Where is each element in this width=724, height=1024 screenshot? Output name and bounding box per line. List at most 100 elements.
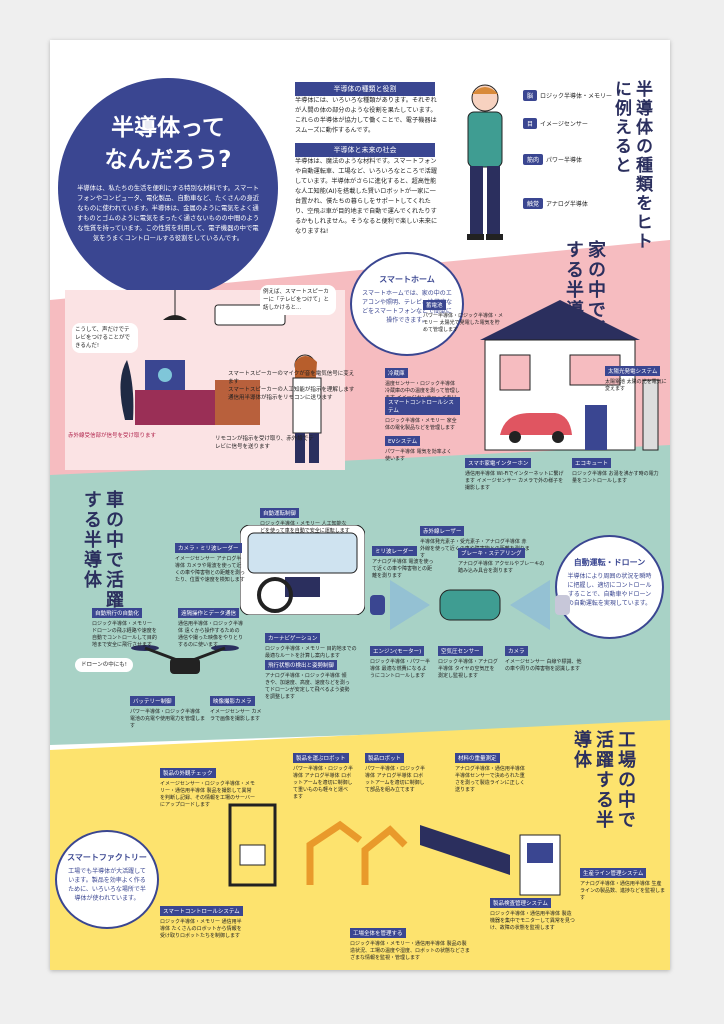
weight-body: アナログ半導体・通信用半導体 半導体センサーで決められた重さを測って製造ラインに… bbox=[455, 766, 525, 793]
human-part-touch: 触覚アナログ半導体 bbox=[523, 198, 588, 209]
engine-body: ロジック半導体・パワー半導体 最適な燃費になるようにコントロールします bbox=[370, 659, 431, 679]
flight-auto-title: 自動飛行の自動化 bbox=[92, 608, 143, 618]
step-1: スマートスピーカーのマイクが音を電気信号に変えます bbox=[228, 371, 355, 385]
drone-camera-title: 映像撮影カメラ bbox=[210, 696, 255, 706]
robot-title: 製品ロボット bbox=[365, 753, 405, 763]
ev-body: パワー半導体 電気を効率よく使います bbox=[385, 449, 452, 462]
smart-home-body: スマートホームでは、家の中のエアコンや照明、テレビ、冷蔵庫などをスマートフォンな… bbox=[362, 290, 453, 324]
tag-touch: 触覚 bbox=[523, 198, 544, 209]
factory-box-control: スマートコントロールシステムロジック半導体・メモリー 通信用半導体 たくさんのロ… bbox=[160, 898, 245, 940]
ev-title: EVシステム bbox=[385, 436, 421, 446]
tire-body: ロジック半導体・アナログ半導体 タイヤの空気圧を測定し監視します bbox=[438, 659, 498, 679]
human-part-eye: 目イメージセンサー bbox=[523, 118, 588, 129]
title-line-2: なんだろう? bbox=[104, 147, 232, 173]
living-room-illustration bbox=[65, 290, 345, 470]
remote-comm-body: 通信用半導体・ロジック半導体 遠くから操作するための通信や撮った映像をやりとりす… bbox=[178, 621, 244, 648]
car-vertical-title: 車の中で活躍する半導体 bbox=[81, 490, 124, 610]
car-box-brake: ブレーキ・ステアリングアナログ半導体 アクセルやブレーキの踏み込み具合を測ります bbox=[458, 540, 548, 575]
label-eye: イメージセンサー bbox=[540, 121, 588, 128]
human-vertical-title: 半導体の種類をヒトに例えると bbox=[611, 80, 652, 251]
inspection-body: イメージセンサー・ロジック半導体・メモリー・通信用半導体 製品を撮影して異常を判… bbox=[160, 781, 255, 808]
home-box-control: スマートコントロールシステムロジック半導体・メモリー 家全体の電化製品などを管理… bbox=[385, 397, 460, 432]
smart-factory-body: 工場でも半導体が大活躍しています。製品を効率よく作るために、いろいろな場所で半導… bbox=[68, 868, 146, 902]
mmwave-title: ミリ波レーダー bbox=[372, 546, 417, 556]
drone-label: ドローンの中にも! bbox=[75, 658, 133, 672]
human-part-muscle: 筋肉パワー半導体 bbox=[523, 154, 582, 165]
line-mgmt-body: アナログ半導体・通信用半導体 生産ラインの製品数、進捗などを監視します bbox=[580, 881, 666, 901]
attitude-title: 飛行状態の検出と姿勢制御 bbox=[265, 660, 338, 670]
intercom-title: スマホ家電インターホン bbox=[465, 458, 532, 468]
tv-note: 赤外線受信部が信号を受け取ります bbox=[68, 433, 157, 439]
robot-body: パワー半導体・ロジック半導体 アナログ半導体 ロボットアームを適切に制御して部品… bbox=[365, 766, 426, 793]
camera-radar-title: カメラ・ミリ波レーダー bbox=[175, 543, 242, 553]
home-box-ev: EVシステムパワー半導体 電気を効率よく使います bbox=[385, 428, 455, 463]
autonomous-title: 自動運転・ドローン bbox=[573, 558, 646, 567]
brake-body: アナログ半導体 アクセルやブレーキの踏み込み具合を測ります bbox=[458, 561, 545, 574]
car-box-tire: 空気圧センサーロジック半導体・アナログ半導体 タイヤの空気圧を測定し監視します bbox=[438, 638, 498, 680]
smart-factory-title: スマートファクトリー bbox=[67, 853, 147, 862]
drone-illustration bbox=[131, 645, 239, 674]
autopilot-title: 自動運転制御 bbox=[260, 508, 300, 518]
navi-title: カーナビゲーション bbox=[265, 633, 321, 643]
home-box-intercom: スマホ家電インターホン通信用半導体 Wi-Fiでインターネットに繋げます イメー… bbox=[465, 450, 565, 492]
overall-body: ロジック半導体・メモリー・通信用半導体 製品の製造状況、工場の温度や湿度、ロボッ… bbox=[350, 941, 470, 961]
home-box-solar: 太陽光発電システム太陽電池 太陽の光を電気に変えます bbox=[605, 358, 667, 393]
label-touch: アナログ半導体 bbox=[546, 201, 588, 208]
attitude-body: アナログ半導体・ロジック半導体 傾きや、加速度、高度、速度などを測ってドローンが… bbox=[265, 673, 350, 700]
factory-illustration bbox=[228, 803, 561, 896]
weight-title: 材料の重量測定 bbox=[455, 753, 500, 763]
battery-title: 蓄電池 bbox=[423, 300, 446, 310]
drone-camera-body: イメージセンサー カメラで画像を撮影します bbox=[210, 709, 262, 722]
types-heading: 半導体の種類と役割 bbox=[295, 82, 435, 96]
factory-control-body: ロジック半導体・メモリー 通信用半導体 たくさんのロボットから情報を受け取りロボ… bbox=[160, 919, 242, 939]
factory-box-inspection: 製品の外観チェックイメージセンサー・ロジック半導体・メモリー・通信用半導体 製品… bbox=[160, 760, 255, 809]
car-box-battery: バッテリー制御パワー半導体・ロジック半導体 電池の充電や使用電力を管理します bbox=[130, 688, 205, 730]
camera-radar-body: イメージセンサー アナログ半導体 カメラや電波を使って近くの車や障害物との距離を… bbox=[175, 556, 245, 583]
intro-title: 半導体って なんだろう? bbox=[58, 112, 278, 176]
factory-control-title: スマートコントロールシステム bbox=[160, 906, 243, 916]
inspection-title: 製品の外観チェック bbox=[160, 768, 216, 778]
carry-robot-title: 製品を運ぶロボット bbox=[293, 753, 349, 763]
smart-home-bubble: スマートホーム スマートホームでは、家の中のエアコンや照明、テレビ、冷蔵庫などを… bbox=[350, 252, 464, 356]
navi-body: ロジック半導体・メモリー 目的地までの最適なルートを計算し案内します bbox=[265, 646, 357, 659]
ecocute-title: エコキュート bbox=[572, 458, 612, 468]
car-box-flight-auto: 自動飛行の自動化ロジック半導体・メモリー ドローンの飛ぶ経路や速度を自動でコント… bbox=[92, 600, 157, 649]
tag-eye: 目 bbox=[523, 118, 538, 129]
car-box-camera: カメライメージセンサー 白線や標識、他の車や周りの障害物を認識します bbox=[505, 638, 583, 673]
overall-title: 工場全体を管理する bbox=[350, 928, 406, 938]
battery-body: パワー半導体・ロジック半導体・メモリー 太陽光で発電した電気を貯めて管理します bbox=[423, 313, 504, 333]
control-title: スマートコントロールシステム bbox=[385, 397, 460, 415]
smart-home-title: スマートホーム bbox=[379, 275, 435, 284]
car-box-engine: エンジン(モーター) ロジック半導体・パワー半導体 最適な燃費になるようにコントロ… bbox=[370, 638, 430, 680]
autopilot-body: ロジック半導体・メモリー 人工知能などを使って車を自動で安全に運転します bbox=[260, 521, 350, 534]
factory-box-carry-robot: 製品を運ぶロボットパワー半導体・ロジック半導体 アナログ半導体 ロボットアームを… bbox=[293, 745, 353, 801]
intro-circle: 半導体って なんだろう? 半導体は、私たちの生活を便利にする特別な材料です。スマ… bbox=[58, 78, 278, 298]
car-box-camera-radar: カメラ・ミリ波レーダーイメージセンサー アナログ半導体 カメラや電波を使って近く… bbox=[175, 535, 245, 584]
engine-title: エンジン(モーター) bbox=[370, 646, 425, 656]
solar-body: 太陽電池 太陽の光を電気に変えます bbox=[605, 379, 667, 392]
types-body: 半導体には、いろいろな種類があります。それぞれが人間の体の部分のような役割を果た… bbox=[295, 97, 437, 134]
title-line-1: 半導体って bbox=[111, 115, 225, 141]
intercom-body: 通信用半導体 Wi-Fiでインターネットに繋げます イメージセンサー カメラで外… bbox=[465, 471, 564, 491]
car-box-drone-camera: 映像撮影カメライメージセンサー カメラで画像を撮影します bbox=[210, 688, 265, 723]
car-box-navi: カーナビゲーションロジック半導体・メモリー 目的地までの最適なルートを計算し案内… bbox=[265, 625, 360, 660]
ecocute-body: ロジック半導体 お湯を沸かす時の電力量をコントロールします bbox=[572, 471, 659, 484]
home-box-battery: 蓄電池パワー半導体・ロジック半導体・メモリー 太陽光で発電した電気を貯めて管理し… bbox=[423, 292, 503, 334]
car-box-attitude: 飛行状態の検出と姿勢制御アナログ半導体・ロジック半導体 傾きや、加速度、高度、速… bbox=[265, 652, 350, 701]
speech-left: こうして、声だけでテレビをつけることができるんだ! bbox=[72, 323, 138, 353]
poster: 半導体って なんだろう? 半導体は、私たちの生活を便利にする特別な材料です。スマ… bbox=[50, 40, 670, 970]
human-part-brain: 脳ロジック半導体・メモリー bbox=[523, 90, 612, 101]
car-box-mmwave: ミリ波レーダーアナログ半導体 電波を使って近くの車や障害物との距離を測ります bbox=[372, 538, 434, 580]
car-battery-title: バッテリー制御 bbox=[130, 696, 175, 706]
smart-factory-bubble: スマートファクトリー 工場でも半導体が大活躍しています。製品を効率よく作るために… bbox=[55, 830, 159, 929]
mmwave-body: アナログ半導体 電波を使って近くの車や障害物との距離を測ります bbox=[372, 559, 434, 579]
flight-auto-body: ロジック半導体・メモリー ドローンの飛ぶ経路や速度を自動でコントロールして目的地… bbox=[92, 621, 157, 648]
car-box-autopilot: 自動運転制御ロジック半導体・メモリー 人工知能などを使って車を自動で安全に運転し… bbox=[260, 500, 350, 535]
home-steps: スマートスピーカーのマイクが音を電気信号に変えます スマートスピーカーの人工知能… bbox=[228, 370, 358, 402]
human-figure bbox=[467, 84, 503, 240]
car-camera-body: イメージセンサー 白線や標識、他の車や周りの障害物を認識します bbox=[505, 659, 582, 672]
car-battery-body: パワー半導体・ロジック半導体 電池の充電や使用電力を管理します bbox=[130, 709, 206, 729]
solar-title: 太陽光発電システム bbox=[605, 366, 661, 376]
intro-body: 半導体は、私たちの生活を便利にする特別な材料です。スマートフォンやコンピュータ、… bbox=[76, 185, 260, 242]
inspect-mgmt-title: 製品検査管理システム bbox=[490, 898, 551, 908]
